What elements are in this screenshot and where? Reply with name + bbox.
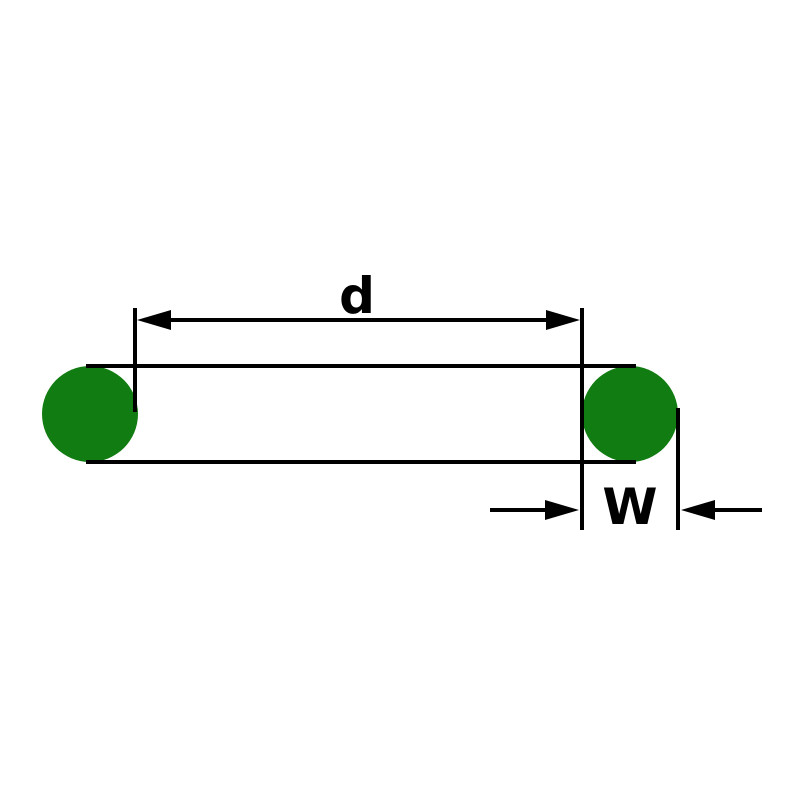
width-label: W bbox=[602, 478, 657, 536]
width-arrowhead-right-icon bbox=[681, 500, 715, 520]
oring-cross-section-left bbox=[42, 366, 138, 462]
diameter-label: d bbox=[339, 267, 375, 325]
diameter-arrowhead-left-icon bbox=[137, 310, 171, 330]
oring-cross-section-right bbox=[582, 366, 678, 462]
width-arrowhead-left-icon bbox=[545, 500, 579, 520]
diameter-arrowhead-right-icon bbox=[546, 310, 580, 330]
